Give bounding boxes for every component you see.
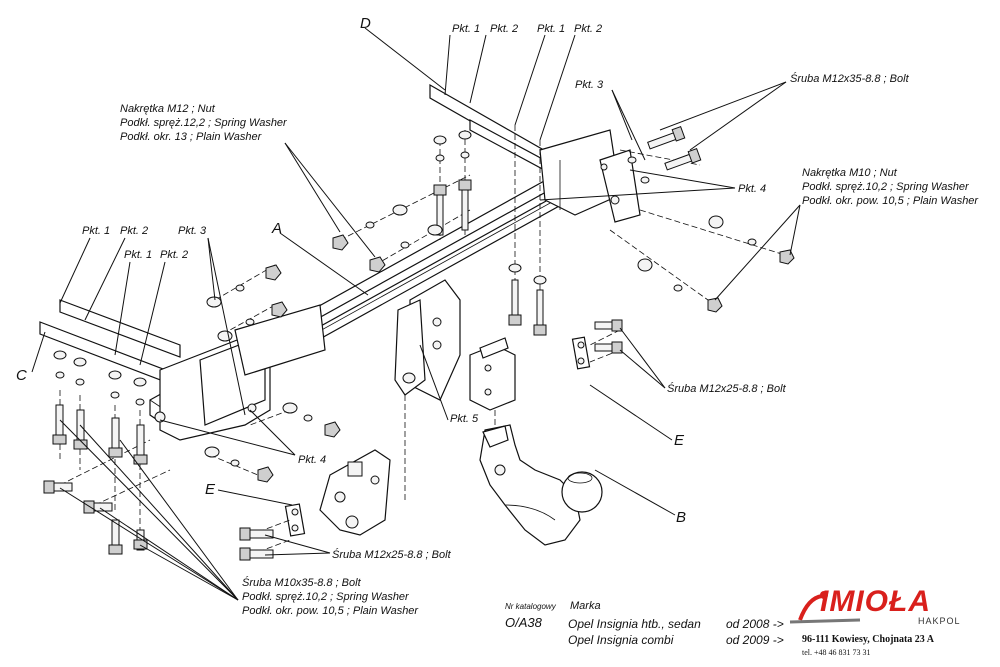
model-2: Opel Insignia combi xyxy=(568,633,674,647)
pkt-4-low: Pkt. 4 xyxy=(298,454,326,466)
callout-bolt-m12x25-right: Śruba M12x25-8.8 ; Bolt xyxy=(667,382,787,395)
brand-sub: HAKPOL xyxy=(918,616,961,626)
callout-m10x35-spring: Podkł. spręż.10,2 ; Spring Washer xyxy=(242,591,410,603)
label-e-right: E xyxy=(674,432,685,449)
bolt-icon xyxy=(43,480,73,494)
pkt-d3: Pkt. 1 xyxy=(537,23,565,35)
callout-m12-plain: Podkł. okr. 13 ; Plain Washer xyxy=(120,131,263,143)
label-b: B xyxy=(676,509,686,526)
brand-logo: IMIOŁA xyxy=(820,585,931,618)
company-phone: tel. +48 46 831 73 31 xyxy=(802,648,871,657)
callout-bolt-m12x25-low: Śruba M12x25-8.8 ; Bolt xyxy=(332,548,452,561)
date-1: od 2008 -> xyxy=(726,617,784,631)
catalog-number: O/A38 xyxy=(505,615,542,630)
side-plate-d xyxy=(429,83,641,223)
fasteners xyxy=(43,126,795,561)
callout-m12-spring: Podkł. spręż.12,2 ; Spring Washer xyxy=(120,117,288,129)
bolt-icon xyxy=(594,341,623,354)
bolt-icon xyxy=(239,547,274,561)
pkt-4-top: Pkt. 4 xyxy=(738,183,766,195)
catalog-label: Nr katalogowy xyxy=(505,602,556,611)
model-1: Opel Insignia htb., sedan xyxy=(568,617,701,631)
pkt-d4: Pkt. 2 xyxy=(574,23,602,35)
pkt-c3: Pkt. 1 xyxy=(124,249,152,261)
pkt-d2: Pkt. 2 xyxy=(490,23,518,35)
bolt-icon xyxy=(664,148,702,171)
pkt-d1: Pkt. 1 xyxy=(452,23,480,35)
side-plate-c xyxy=(39,299,326,441)
pkt-c5: Pkt. 3 xyxy=(178,225,207,237)
bracket-e-low xyxy=(284,503,306,537)
bracket-e-right xyxy=(571,336,591,370)
callout-m10-plain: Podkł. okr. pow. 10,5 ; Plain Washer xyxy=(802,195,979,207)
callout-bolt-m12x35: Śruba M12x35-8.8 ; Bolt xyxy=(790,72,910,85)
label-e-low: E xyxy=(205,481,216,498)
label-c: C xyxy=(16,367,27,384)
pkt-c2: Pkt. 2 xyxy=(120,225,148,237)
callout-m10-nut: Nakrętka M10 ; Nut xyxy=(802,167,898,179)
label-a: A xyxy=(271,220,282,237)
bolt-icon xyxy=(647,126,686,150)
leader-lines xyxy=(31,27,801,601)
callout-m10-spring: Podkł. spręż.10,2 ; Spring Washer xyxy=(802,181,970,193)
date-2: od 2009 -> xyxy=(726,633,784,647)
centre-bracket xyxy=(394,279,516,411)
logo-hook-icon xyxy=(789,591,861,624)
tow-ball-b xyxy=(479,424,603,546)
callout-m10x35-bolt: Śruba M10x35-8.8 ; Bolt xyxy=(242,576,362,589)
bolt-icon xyxy=(239,527,274,541)
label-d: D xyxy=(360,15,371,32)
pkt-5: Pkt. 5 xyxy=(450,413,479,425)
pkt-c1: Pkt. 1 xyxy=(82,225,110,237)
bolt-icon xyxy=(83,500,113,514)
socket-plate xyxy=(319,449,391,536)
make-label: Marka xyxy=(570,600,601,612)
pkt-c4: Pkt. 2 xyxy=(160,249,188,261)
company-address: 96-111 Kowiesy, Chojnata 23 A xyxy=(802,634,934,645)
bolt-icon xyxy=(594,319,623,332)
pkt-3-top: Pkt. 3 xyxy=(575,79,604,91)
callout-m12-nut: Nakrętka M12 ; Nut xyxy=(120,103,216,115)
callout-m10x35-plain: Podkł. okr. pow. 10,5 ; Plain Washer xyxy=(242,605,419,617)
